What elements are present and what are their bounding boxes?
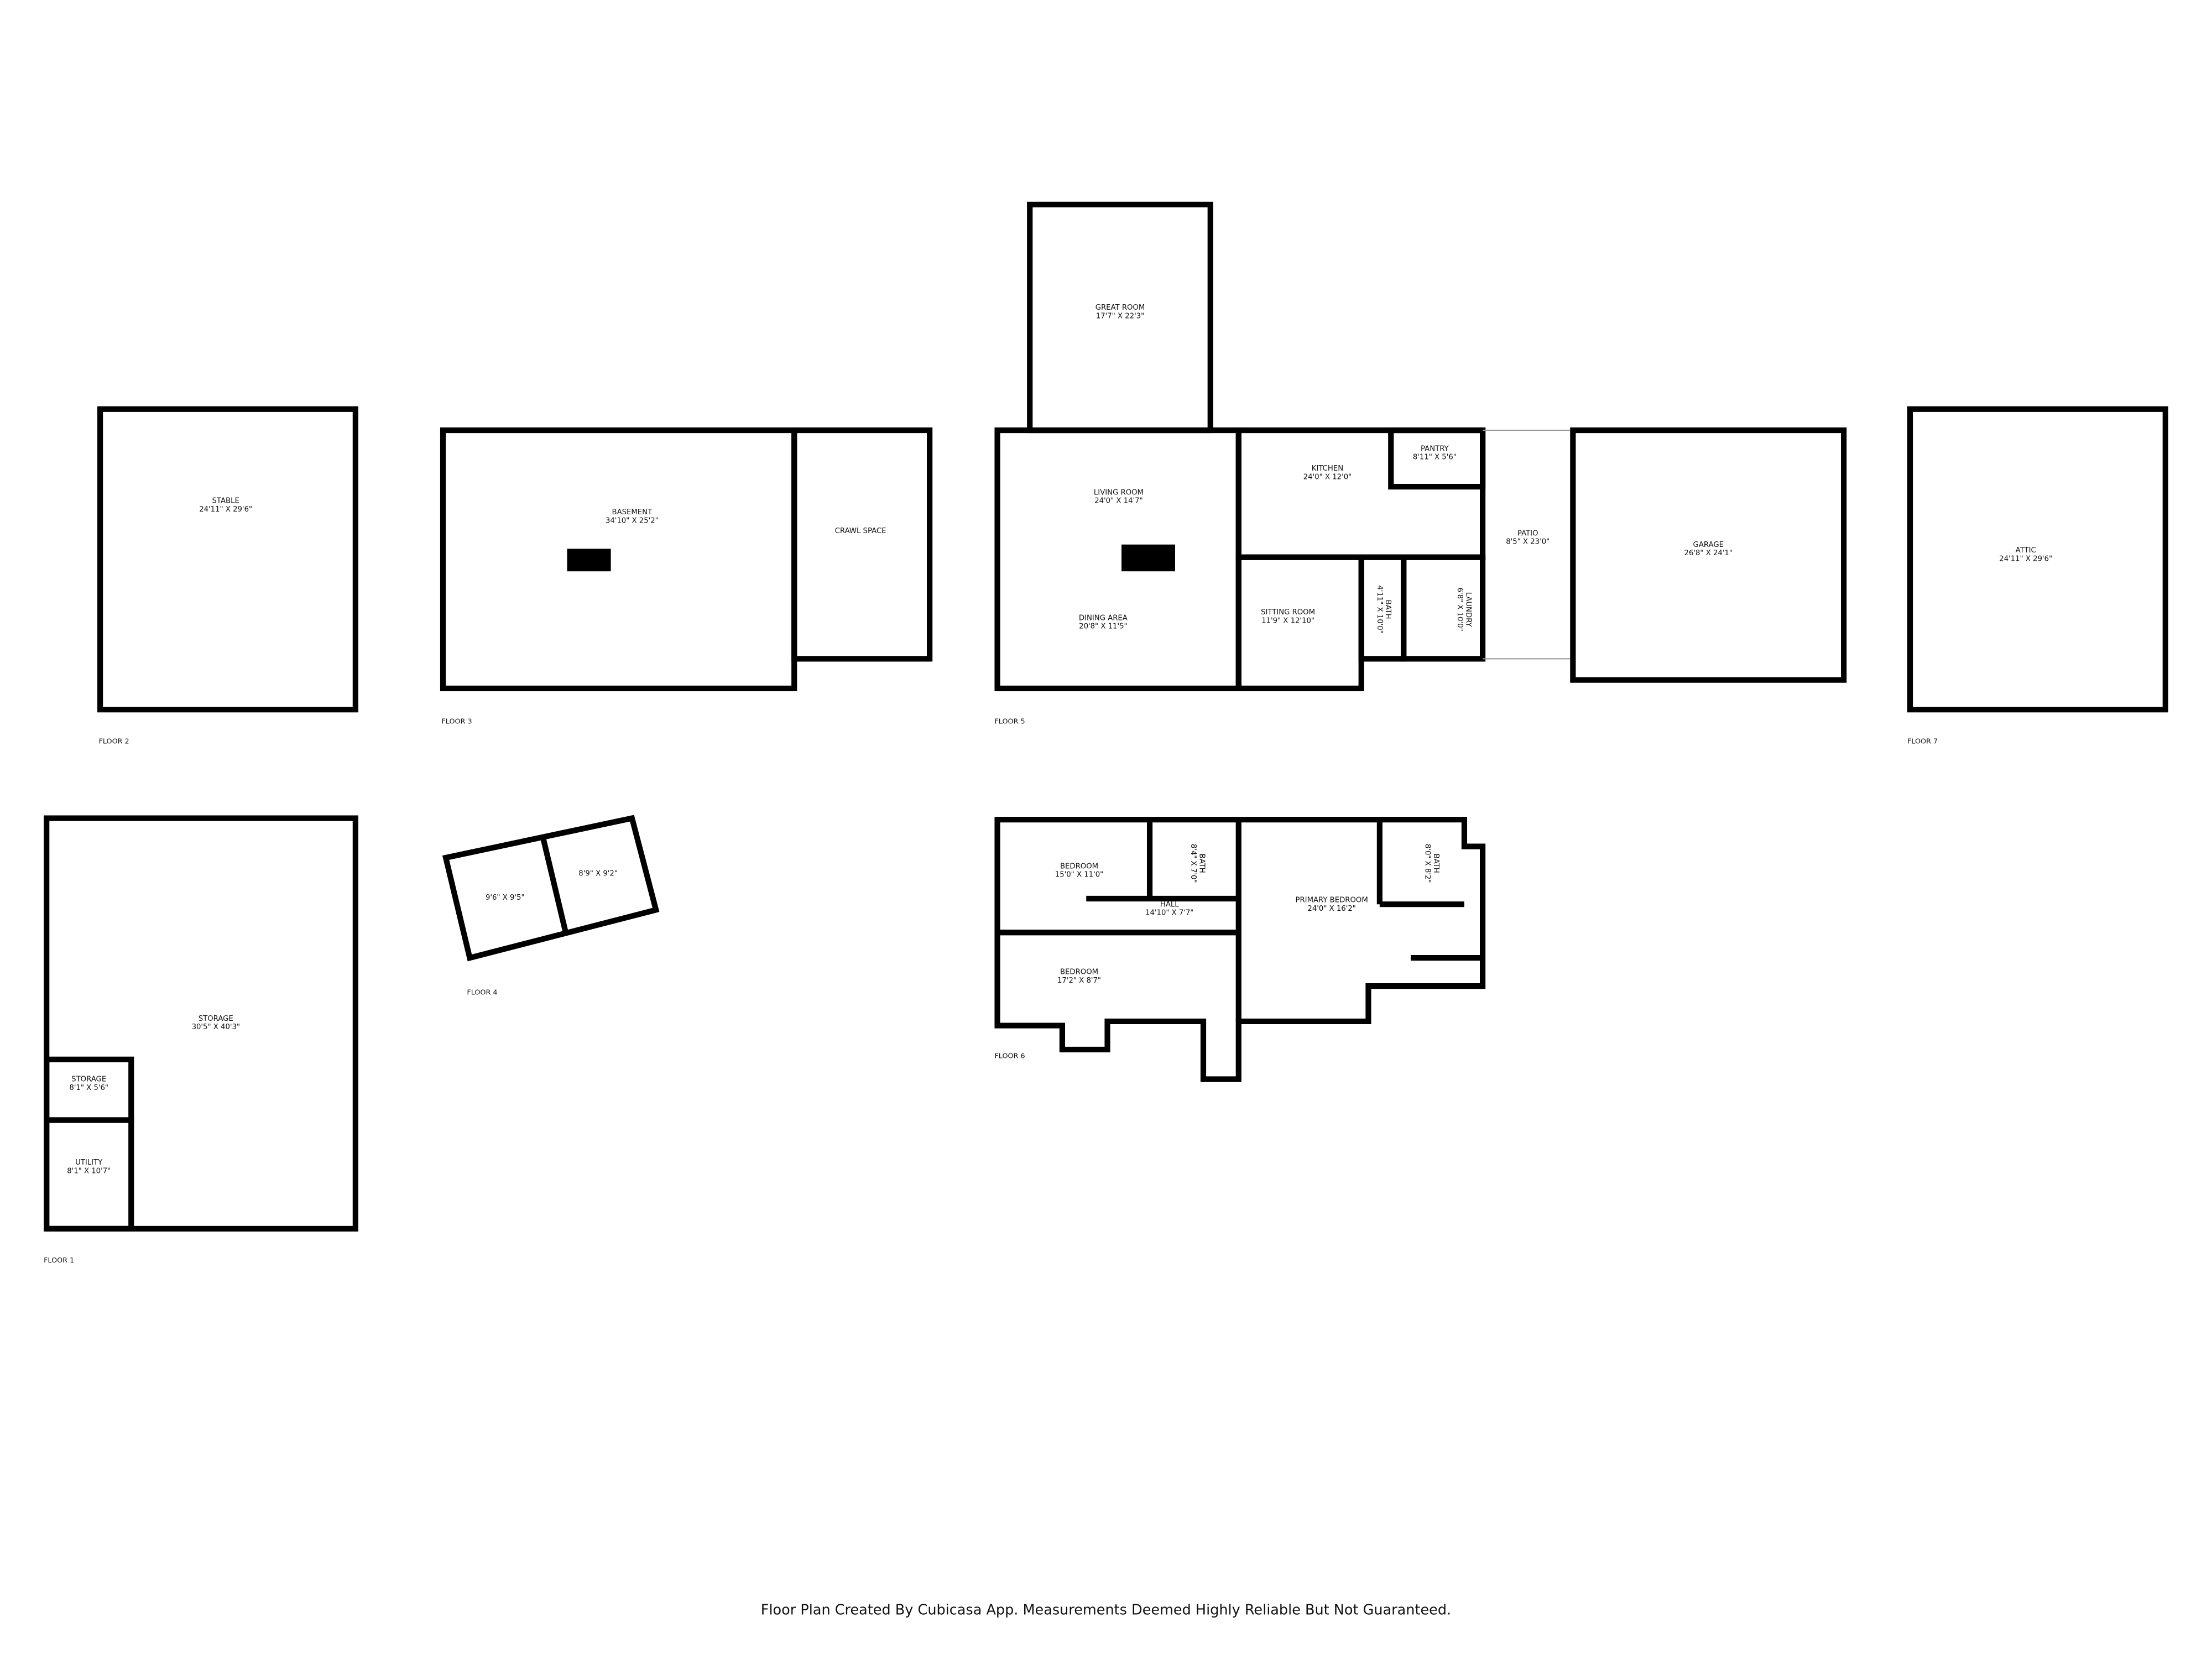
room-name: PRIMARY BEDROOM <box>1295 896 1368 905</box>
room-size: 15'0" X 11'0" <box>1055 872 1104 880</box>
room-name: LAUNDRY <box>1463 592 1472 627</box>
floor6-outline <box>994 817 1486 1082</box>
stable-walls <box>97 406 358 713</box>
laundry-walls <box>1401 554 1486 662</box>
fireplace <box>1121 544 1175 572</box>
basement-walls <box>440 427 797 691</box>
room-size: 24'0" X 12'0" <box>1303 474 1352 483</box>
pantry-walls <box>1388 427 1486 490</box>
floor-label: FLOOR 2 <box>98 738 129 747</box>
room-name: BATH <box>1197 853 1206 873</box>
room-name: BEDROOM <box>1060 968 1099 977</box>
room-size: 8'4" X 7'0" <box>1187 843 1197 883</box>
room-size: 11'9" X 12'10" <box>1261 618 1315 627</box>
room-size: 8'0" X 8'2" <box>1422 843 1431 883</box>
attic-walls <box>1907 406 2168 713</box>
room-size: 24'0" X 16'2" <box>1307 905 1356 915</box>
room-name: BEDROOM <box>1060 863 1099 872</box>
room-size: 6'8" X 10'0" <box>1454 587 1463 632</box>
room-size: 8'5" X 23'0" <box>1506 539 1550 547</box>
floor4-walls <box>442 815 660 962</box>
room-name: LIVING ROOM <box>1093 489 1144 498</box>
room-name: SITTING ROOM <box>1261 608 1316 618</box>
floor-label: FLOOR 3 <box>441 718 472 727</box>
room-name: BATH <box>1431 853 1440 873</box>
room-size: 14'10" X 7'7" <box>1145 910 1194 919</box>
room-size: 8'11" X 5'6" <box>1412 454 1457 463</box>
garage-walls <box>1570 427 1847 683</box>
room-name: HALL <box>1160 901 1179 910</box>
room-size: 17'2" X 8'7" <box>1057 977 1102 987</box>
room-size: 20'8" X 11'5" <box>1079 623 1128 632</box>
room-name: ATTIC <box>2015 546 2036 556</box>
chimney <box>567 549 611 572</box>
utility-walls <box>44 1117 134 1232</box>
floor-label: FLOOR 5 <box>994 718 1025 727</box>
room-name: STORAGE <box>71 1076 107 1084</box>
room-size: 17'7" X 22'3" <box>1095 313 1145 322</box>
room-floor4-a: 9'6" X 9'5" <box>486 894 525 903</box>
room-size: 24'0" X 14'7" <box>1094 498 1143 507</box>
room-size: 26'8" X 24'1" <box>1684 550 1733 559</box>
room-crawl-space: CRAWL SPACE <box>835 528 886 536</box>
room-size: 8'1" X 5'6" <box>69 1084 109 1094</box>
living-dining-walls <box>994 427 1241 691</box>
room-size: 30'5" X 40'3" <box>191 1024 241 1033</box>
floor-label: FLOOR 1 <box>44 1256 75 1266</box>
floor-label: FLOOR 7 <box>1907 738 1938 747</box>
room-size: 24'11" X 29'6" <box>199 506 253 515</box>
room-size: 4'11" X 10'0" <box>1374 585 1383 634</box>
floor-label: FLOOR 4 <box>467 989 498 998</box>
room-name: BASEMENT <box>612 508 653 518</box>
room-name: STORAGE <box>198 1015 233 1024</box>
room-name: UTILITY <box>75 1159 103 1168</box>
room-name: DINING AREA <box>1078 614 1128 623</box>
room-name: PATIO <box>1517 530 1538 539</box>
room-name: BATH <box>1383 599 1392 619</box>
room-size: 8'9" X 9'2" <box>578 870 618 879</box>
room-size: 8'1" X 10'7" <box>67 1168 111 1177</box>
room-name: STABLE <box>212 497 239 506</box>
room-name: GARAGE <box>1693 541 1724 550</box>
crawl-space-walls <box>791 427 933 662</box>
floor-label: FLOOR 6 <box>994 1052 1025 1061</box>
footer-disclaimer: Floor Plan Created By Cubicasa App. Meas… <box>760 1603 1452 1619</box>
room-name: GREAT ROOM <box>1095 304 1145 313</box>
room-name: PANTRY <box>1421 445 1449 454</box>
room-size: 24'11" X 29'6" <box>1999 556 2053 565</box>
room-name: CRAWL SPACE <box>834 527 886 536</box>
room-name: KITCHEN <box>1311 465 1344 474</box>
room-floor4-b: 8'9" X 9'2" <box>578 870 618 879</box>
storage-walls <box>44 815 358 1232</box>
room-size: 34'10" X 25'2" <box>605 518 659 526</box>
room-size: 9'6" X 9'5" <box>485 894 525 903</box>
